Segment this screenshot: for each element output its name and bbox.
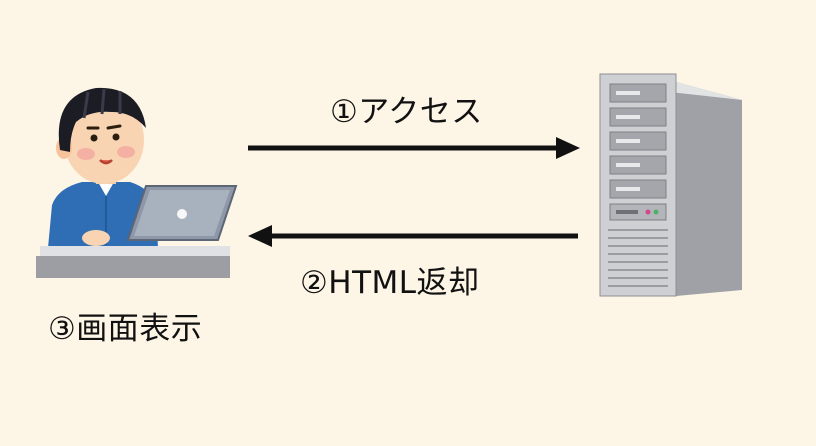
arrow-access — [248, 137, 580, 159]
person-at-laptop-icon — [36, 87, 238, 278]
step-return-html-label: ②HTML返却 — [300, 265, 480, 301]
step-access-label: ①アクセス — [330, 94, 483, 130]
arrow-return-html — [248, 225, 578, 247]
server-tower-icon — [599, 73, 742, 297]
step-display-label: ③画面表示 — [48, 311, 203, 347]
